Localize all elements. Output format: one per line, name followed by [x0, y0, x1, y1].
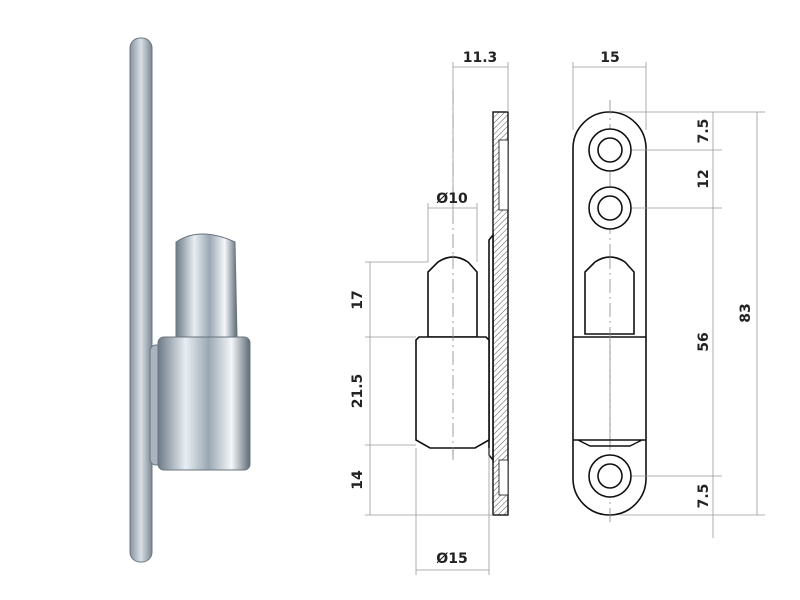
dim-hole-spacing: 12 [696, 169, 712, 188]
front-view: 15 7.5 12 56 7.5 83 [572, 50, 765, 538]
dim-top-hole-offset: 7.5 [696, 119, 712, 144]
dim-bottom-hole-offset: 7.5 [696, 484, 712, 509]
hinge-photo [129, 37, 251, 563]
dim-plate-width: 15 [600, 50, 619, 66]
dim-bottom-offset: 14 [350, 470, 366, 490]
dim-plate-thickness: 11.3 [463, 50, 498, 66]
dim-pin-diameter: Ø10 [436, 191, 468, 207]
dim-pin-height: 17 [350, 290, 366, 309]
dim-hole-to-hole: 56 [696, 332, 712, 351]
dim-total-length: 83 [738, 303, 754, 322]
side-view: 11.3 Ø10 Ø15 17 21.5 14 [350, 50, 509, 575]
dim-body-height: 21.5 [350, 374, 366, 409]
dim-body-diameter: Ø15 [436, 551, 467, 567]
